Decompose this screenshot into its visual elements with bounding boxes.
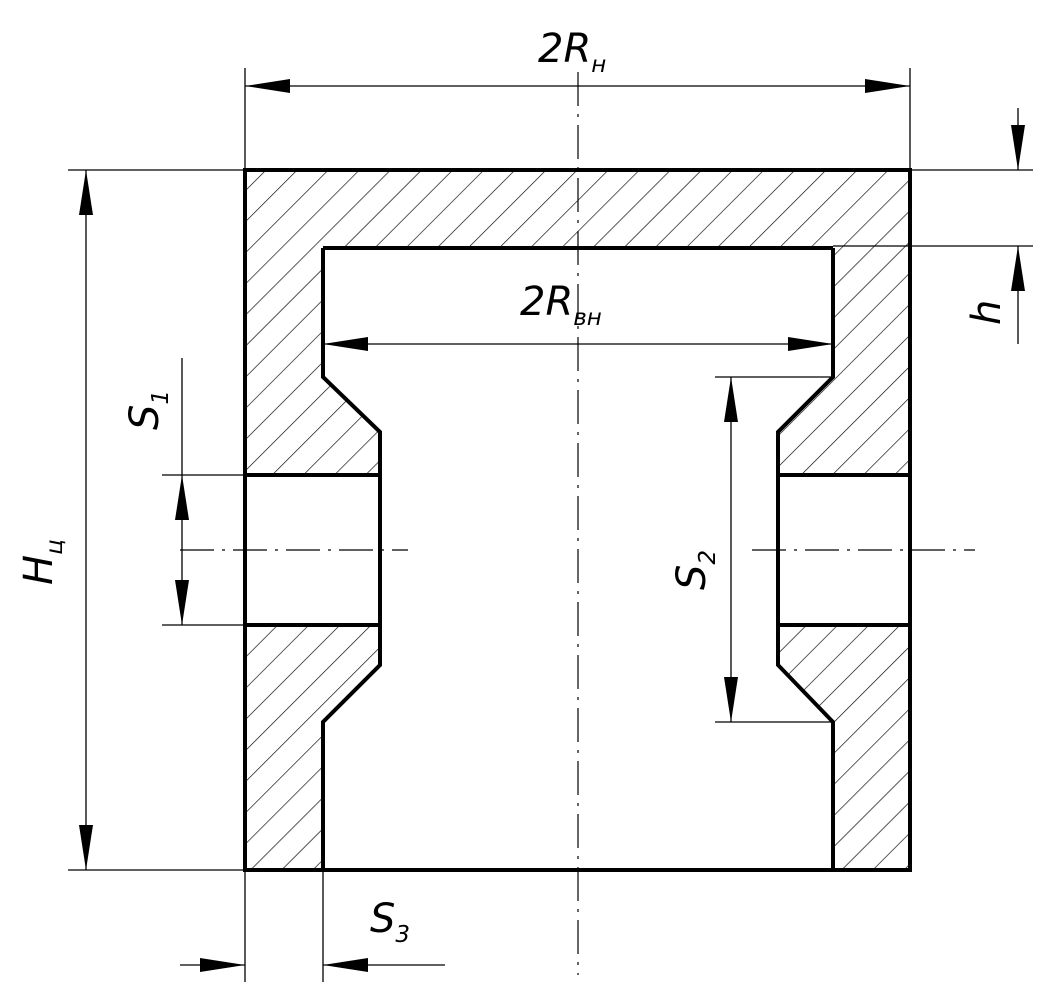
extension-lines xyxy=(68,68,1033,982)
dimension-labels: 2Rн 2Rвн Hц h S1 S2 S3 xyxy=(16,26,1010,948)
label-wall-s2: S2 xyxy=(669,550,721,590)
arrow-s3-right xyxy=(323,958,368,972)
label-wall-s3: S3 xyxy=(370,896,410,948)
arrow-s3-left xyxy=(200,958,245,972)
label-inner-diameter: 2Rвн xyxy=(520,279,602,331)
arrow-outer-left xyxy=(245,79,290,93)
hatch-lower-right-wall xyxy=(778,625,910,870)
center-lines xyxy=(180,72,975,975)
arrow-h-bottom xyxy=(1011,246,1025,291)
label-bottom-thickness: h xyxy=(964,300,1010,325)
arrow-s1-bottom xyxy=(175,580,189,625)
arrow-height-top xyxy=(79,170,93,215)
arrow-inner-left xyxy=(323,337,368,351)
arrow-inner-right xyxy=(788,337,833,351)
arrow-s1-top xyxy=(175,475,189,520)
arrow-s2-top xyxy=(724,377,738,422)
label-outer-diameter: 2Rн xyxy=(538,26,606,78)
arrow-h-top xyxy=(1011,125,1025,170)
label-wall-s1: S1 xyxy=(122,390,174,430)
inner-contour-left xyxy=(321,248,382,870)
arrow-outer-right xyxy=(865,79,910,93)
dimension-lines xyxy=(79,79,1025,972)
label-height: Hц xyxy=(16,539,68,585)
hatch-lower-left-wall xyxy=(245,625,380,870)
arrow-height-bottom xyxy=(79,825,93,870)
inner-contour-right xyxy=(776,248,835,870)
arrow-s2-bottom xyxy=(724,677,738,722)
